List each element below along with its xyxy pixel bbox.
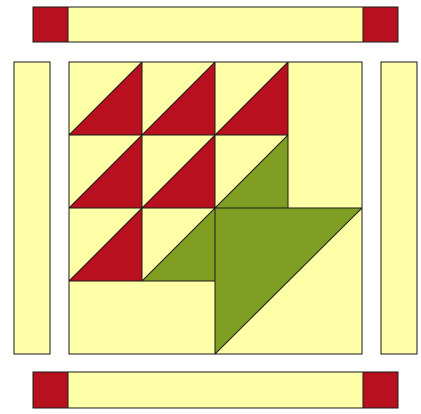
top-strip-body — [33, 7, 398, 42]
bottom-border-strip — [33, 372, 398, 408]
center-block — [69, 62, 362, 354]
left-border-strip — [14, 62, 50, 354]
top-left-corner-square — [33, 7, 68, 42]
bottom-right-corner-square — [363, 372, 398, 408]
top-right-corner-square — [363, 7, 398, 42]
right-border-strip — [381, 62, 417, 354]
bottom-strip-body — [33, 372, 398, 408]
bottom-left-corner-square — [33, 372, 68, 408]
top-border-strip — [33, 7, 398, 42]
